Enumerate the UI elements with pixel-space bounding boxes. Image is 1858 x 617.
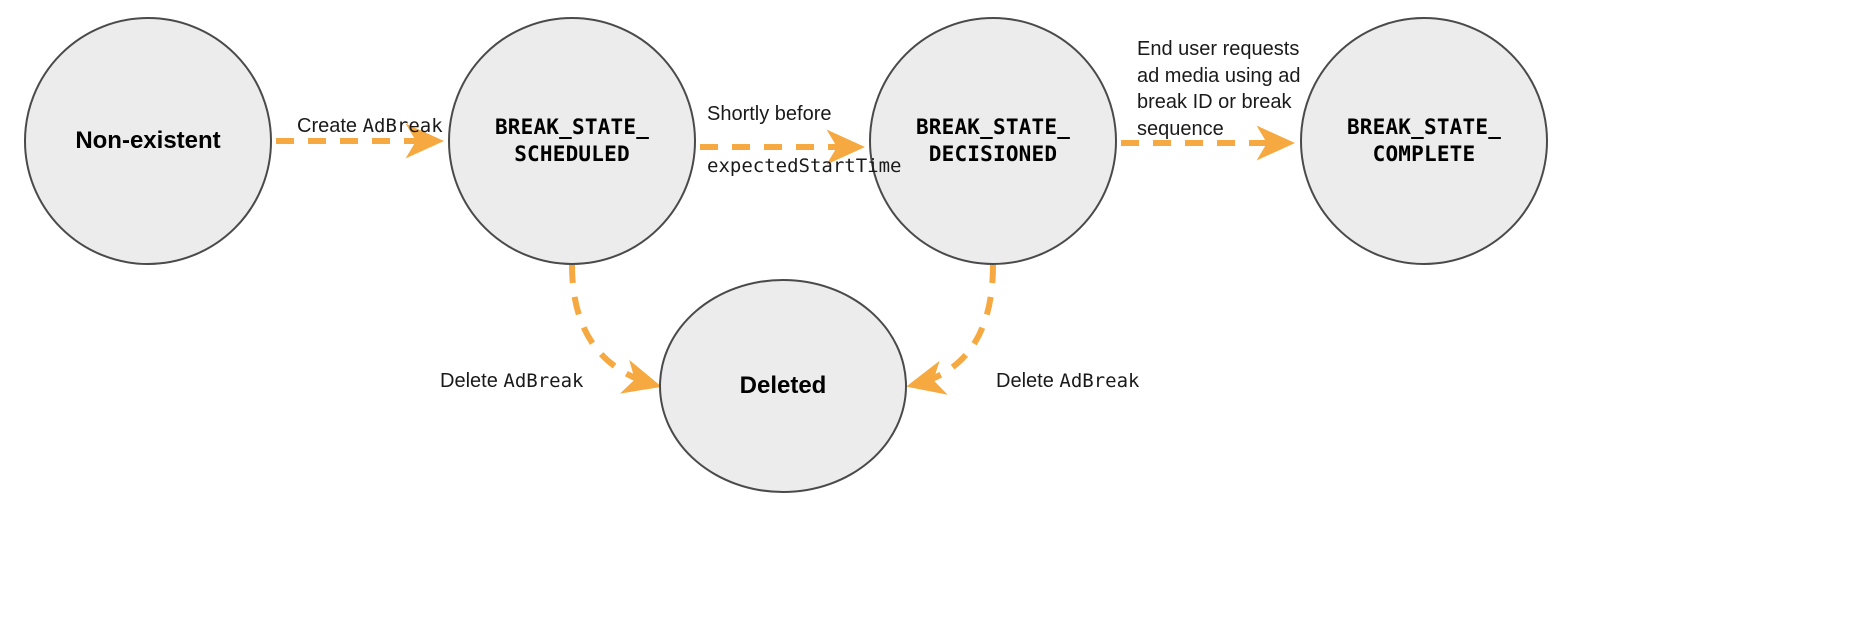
state-node-break-state-complete[interactable]: BREAK_STATE_ COMPLETE (1300, 17, 1548, 265)
edge-label-text-prop: Delete (440, 369, 504, 392)
state-node-label: BREAK_STATE_ DECISIONED (915, 115, 1071, 166)
edge-label-end-user-requests-ad-media: End user requests ad media using ad brea… (1137, 38, 1301, 140)
edge-label-text-mono: AdBreak (362, 114, 443, 137)
edge-label-delete-adbreak-from-decisioned: Delete AdBreak (996, 341, 1139, 394)
state-node-label: Non-existent (75, 126, 221, 154)
edge-label-text-mono: AdBreak (1059, 369, 1140, 392)
state-node-deleted[interactable]: Deleted (659, 279, 907, 493)
state-node-non-existent[interactable]: Non-existent (24, 17, 272, 265)
state-node-break-state-decisioned[interactable]: BREAK_STATE_ DECISIONED (869, 17, 1117, 265)
state-node-label: BREAK_STATE_ COMPLETE (1346, 115, 1502, 166)
state-node-label: Deleted (739, 371, 827, 399)
state-node-break-state-scheduled[interactable]: BREAK_STATE_ SCHEDULED (448, 17, 696, 265)
edge-delete-adbreak-from-scheduled (569, 264, 662, 394)
edge-label-text-mono: AdBreak (503, 369, 584, 392)
edge-label-line-1: Shortly before (707, 102, 832, 125)
edge-label-shortly-before-expected-start-time: Shortly before expectedStartTime (707, 74, 901, 206)
edge-label-text-prop: Delete (996, 369, 1060, 392)
edge-label-delete-adbreak-from-scheduled: Delete AdBreak (440, 341, 583, 394)
state-node-label: BREAK_STATE_ SCHEDULED (494, 115, 650, 166)
edge-delete-adbreak-from-decisioned (906, 264, 996, 395)
edge-label-text-prop: Create (297, 114, 363, 137)
edge-label-create-adbreak: Create AdBreak (297, 86, 443, 139)
edge-label-line-2: expectedStartTime (707, 154, 902, 177)
